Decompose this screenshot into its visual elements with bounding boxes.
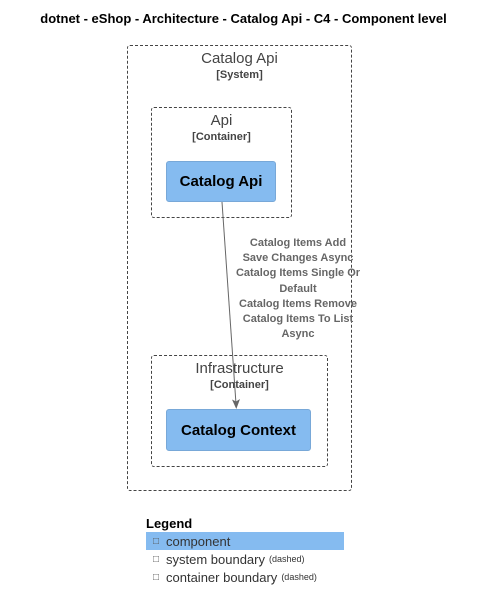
legend-item-label: system boundary [166,551,265,567]
relationship-label-line: Default [279,282,317,295]
square-icon: □ [152,535,160,547]
relationship-line [221,201,237,405]
infrastructure-container-type: [Container] [210,379,269,391]
legend-item-note: (dashed) [281,572,317,582]
relationship-label-line: Catalog Items To List [242,313,354,326]
container-boundary-api: Api [Container] [151,107,292,218]
legend-item-system-boundary: □ system boundary (dashed) [146,550,344,568]
relationship-label-line: Catalog Items Single Or [235,267,361,280]
legend: Legend □ component □ system boundary (da… [146,516,344,586]
container-boundary-infrastructure: Infrastructure [Container] [151,355,328,467]
system-boundary-catalog-api: Catalog Api [System] [127,45,352,491]
component-catalog-context[interactable]: Catalog Context [166,409,311,451]
legend-item-container-boundary: □ container boundary (dashed) [146,568,344,586]
square-icon: □ [152,571,160,583]
relationship-label-line: Catalog Items Remove [239,297,357,310]
diagram-title: dotnet - eShop - Architecture - Catalog … [40,11,447,26]
system-boundary-name: Catalog Api [201,50,278,67]
infrastructure-container-name: Infrastructure [195,360,284,377]
relationship-label-line: Async [281,328,315,341]
legend-item-label: container boundary [166,569,278,585]
square-icon: □ [152,553,160,565]
system-boundary-type: [System] [216,69,263,81]
relationship-arrowhead [232,399,240,409]
legend-item-label: component [166,533,231,549]
relationship-label-line: Save Changes Async [242,252,354,265]
legend-item-component: □ component [146,532,344,550]
legend-title: Legend [146,516,193,531]
api-container-type: [Container] [192,131,251,143]
legend-item-note: (dashed) [269,554,305,564]
relationship-label: Catalog Items Add Save Changes Async Cat… [228,236,368,342]
component-catalog-api[interactable]: Catalog Api [166,161,276,202]
relationship-label-line: Catalog Items Add [249,237,347,249]
api-container-name: Api [210,112,233,129]
